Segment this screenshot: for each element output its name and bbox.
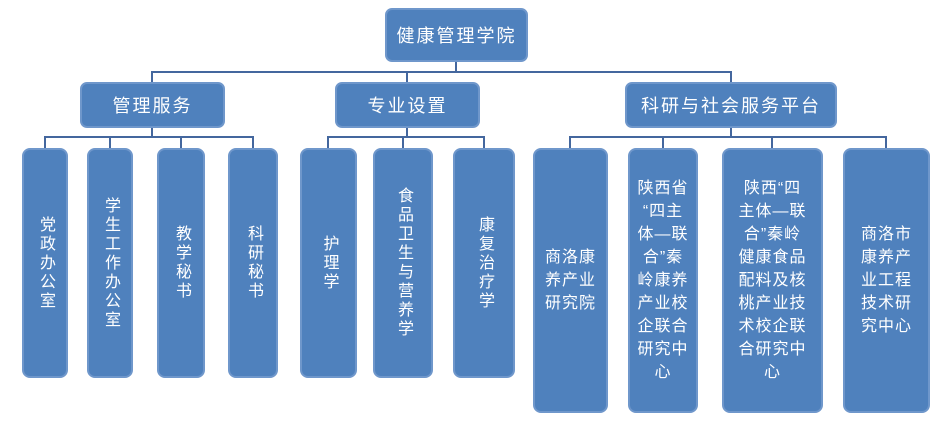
- connector-g3-drop-4: [885, 137, 887, 148]
- connector-branch3-stub: [730, 128, 732, 137]
- connector-g3-drop-2: [662, 137, 664, 148]
- connector-branch2-stub: [406, 128, 408, 137]
- branch-box-management-services: 管理服务: [80, 82, 225, 128]
- org-root-box: 健康管理学院: [385, 8, 528, 62]
- connector-root-riser: [455, 62, 457, 72]
- leaf-box-shangluo-health-industry-institute: 商洛康 养产业 研究院: [533, 148, 608, 413]
- leaf-box-shaanxi-qinling-health-industry-center: 陕西省 “四主 体—联 合”秦 岭康养 产业校 企联合 研究中 心: [628, 148, 698, 413]
- leaf-box-shangluo-engineering-tech-center: 商洛市 康养产 业工程 技术研 究中心: [843, 148, 930, 413]
- connector-g1-drop-4: [252, 137, 254, 148]
- connector-g2-horizontal: [327, 136, 485, 138]
- connector-l1-drop-2: [406, 72, 408, 82]
- connector-g1-drop-1: [44, 137, 46, 148]
- connector-g1-drop-3: [180, 137, 182, 148]
- branch-box-research-service-platform: 科研与社会服务平台: [625, 82, 837, 128]
- leaf-box-teaching-secretary: 教学秘书: [157, 148, 205, 378]
- leaf-box-student-affairs-office: 学生工作办公室: [87, 148, 133, 378]
- connector-branch1-stub: [151, 128, 153, 137]
- leaf-box-qinling-health-food-walnut-center: 陕西“四 主体—联 合”秦岭 健康食品 配料及核 桃产业技 术校企联 合研究中 …: [722, 148, 823, 413]
- leaf-box-food-hygiene-nutrition: 食品卫生与营养学: [373, 148, 433, 378]
- branch-box-major-programs: 专业设置: [335, 82, 480, 128]
- connector-g3-drop-1: [569, 137, 571, 148]
- connector-g2-drop-1: [327, 137, 329, 148]
- connector-g2-drop-3: [483, 137, 485, 148]
- leaf-box-party-government-office: 党政办公室: [22, 148, 68, 378]
- connector-l1-drop-1: [151, 72, 153, 82]
- connector-g1-horizontal: [44, 136, 254, 138]
- connector-g1-drop-2: [109, 137, 111, 148]
- leaf-box-nursing: 护理学: [300, 148, 357, 378]
- connector-l1-drop-3: [730, 72, 732, 82]
- leaf-box-rehabilitation-therapy: 康复治疗学: [453, 148, 515, 378]
- connector-l1-horizontal: [151, 71, 732, 73]
- connector-g3-drop-3: [771, 137, 773, 148]
- leaf-box-research-secretary: 科研秘书: [228, 148, 278, 378]
- connector-g3-horizontal: [569, 136, 887, 138]
- connector-g2-drop-2: [402, 137, 404, 148]
